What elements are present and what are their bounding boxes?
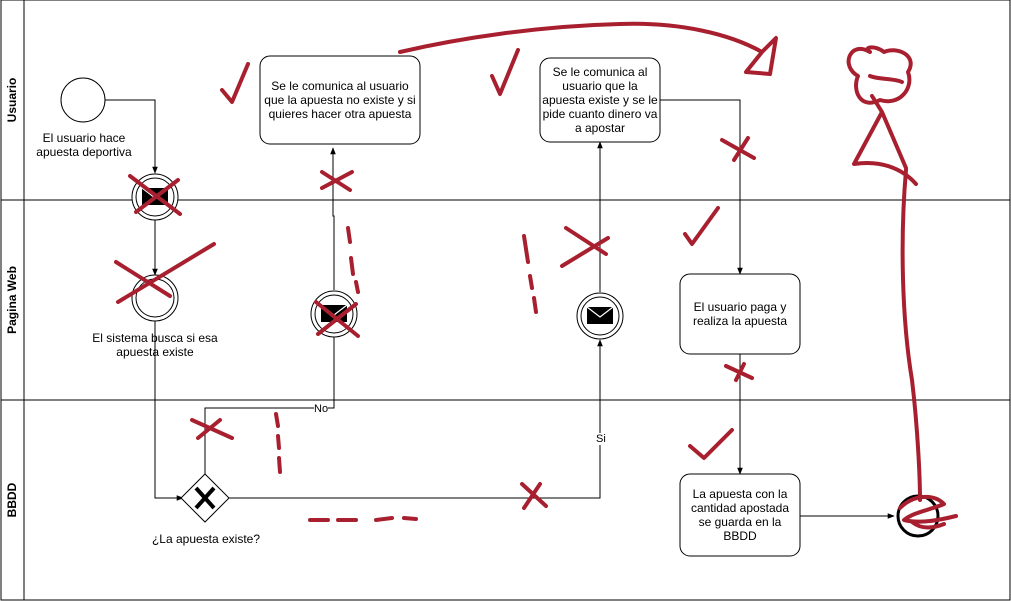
annotation-dash-v1 <box>346 226 360 294</box>
red-annotations <box>114 21 958 530</box>
task-not-exists-label: Se le comunica al usuario que la apuesta… <box>264 79 416 121</box>
message-event-3 <box>576 292 624 340</box>
annotation-check-4 <box>688 428 734 460</box>
exclusive-gateway <box>180 473 230 523</box>
task-exists-box <box>539 57 661 143</box>
annotation-cross-2 <box>114 242 216 304</box>
annotation-top-curve <box>398 21 778 76</box>
task-save-box <box>679 473 801 557</box>
annotation-dash-v3 <box>274 412 282 474</box>
edge-start-to-msg1 <box>104 99 158 174</box>
lane-title-usuario: Usuario <box>5 78 19 123</box>
annotation-check-2 <box>490 48 520 96</box>
edge-gateway-no <box>204 291 337 474</box>
task-save-label: La apuesta con la cantidad apostada se g… <box>690 487 790 543</box>
edge-msg2-to-notexists <box>330 147 336 290</box>
annotation-dash-h <box>308 516 418 522</box>
annotation-line-to-end <box>900 168 922 502</box>
edge-label-si: Si <box>596 433 606 445</box>
gateway-label: ¿La apuesta existe? <box>151 532 261 546</box>
annotation-end-scribble <box>898 495 958 530</box>
start-event <box>60 77 106 123</box>
annotation-cross-9 <box>520 482 548 510</box>
lane-title-bbdd: BBDD <box>5 482 19 517</box>
annotation-check-3 <box>683 206 720 246</box>
task-pay-box <box>679 273 801 355</box>
task-not-exists-box <box>259 55 421 145</box>
annotation-cross-5 <box>560 226 610 268</box>
annotation-cross-7 <box>724 362 754 382</box>
annotation-cross-6 <box>720 136 756 162</box>
annotation-cross-1 <box>128 174 182 216</box>
edge-label-no: No <box>314 403 329 415</box>
edge-exists-to-pay <box>660 99 743 275</box>
annotation-check-1 <box>220 62 250 104</box>
annotation-cross-8 <box>190 418 234 440</box>
annotation-stick-figure <box>846 45 918 186</box>
annotation-cross-3 <box>320 170 354 192</box>
edge-search-to-gateway <box>154 320 184 501</box>
annotation-cross-4 <box>314 300 360 338</box>
task-exists-label: Se le comunica al usuario que la apuesta… <box>542 65 658 135</box>
connectors <box>104 99 895 519</box>
task-pay-label: El usuario paga y realiza la apuesta <box>692 300 788 328</box>
start-event-label: El usuario hace apuesta deportiva <box>36 131 132 159</box>
annotation-dash-v2 <box>522 234 538 314</box>
lane-title-web: Pagina Web <box>5 266 19 334</box>
search-event-label: El sistema busca si esa apuesta existe <box>92 331 218 359</box>
edge-gateway-si <box>229 339 603 499</box>
